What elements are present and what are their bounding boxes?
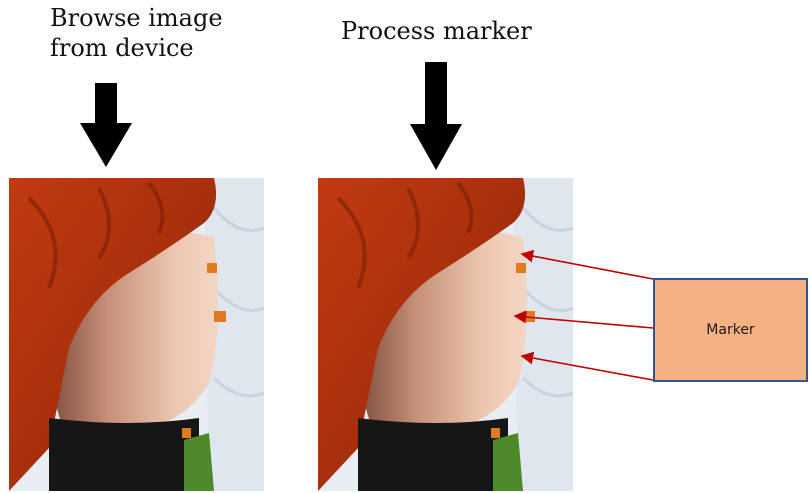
pointer-line (522, 356, 653, 380)
pointer-line (515, 316, 653, 328)
pointer-line (522, 254, 653, 279)
marker-callout: Marker (653, 278, 808, 382)
marker-callout-label: Marker (706, 322, 754, 338)
